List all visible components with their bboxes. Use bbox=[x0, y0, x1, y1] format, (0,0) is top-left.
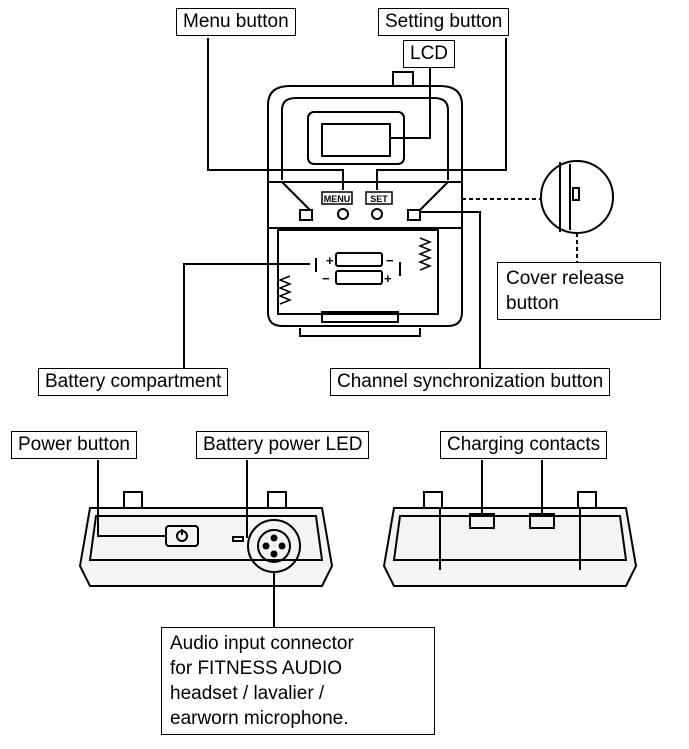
lcd-screen bbox=[321, 123, 391, 157]
audio-line1: Audio input connector bbox=[170, 633, 354, 654]
transmitter-side-view bbox=[78, 491, 334, 587]
power-button-label: Power button bbox=[11, 431, 137, 459]
polarity-minus-top: − bbox=[386, 253, 394, 268]
battery-led bbox=[232, 536, 244, 542]
polarity-minus-bottom: − bbox=[322, 271, 330, 286]
set-key-text: SET bbox=[370, 194, 388, 204]
cover-release-line2: button bbox=[506, 293, 559, 314]
setting-button-label: Setting button bbox=[378, 8, 510, 36]
menu-key-text: MENU bbox=[324, 194, 351, 204]
transmitter-top-view bbox=[267, 71, 463, 337]
battery-compartment-label: Battery compartment bbox=[38, 368, 229, 396]
audio-line4: earworn microphone. bbox=[170, 708, 349, 729]
charging-contacts-label: Charging contacts bbox=[440, 431, 608, 459]
menu-button-label: Menu button bbox=[176, 8, 296, 36]
audio-line2: for FITNESS AUDIO bbox=[170, 658, 343, 679]
audio-input-label: Audio input connector for FITNESS AUDIO … bbox=[161, 627, 435, 735]
polarity-plus-top: + bbox=[326, 253, 334, 268]
polarity-plus-bottom: + bbox=[384, 271, 392, 286]
cover-release-inset bbox=[462, 160, 614, 262]
cover-release-label: Cover release button bbox=[497, 262, 661, 320]
lcd-label: LCD bbox=[403, 40, 456, 68]
leader-lines bbox=[97, 38, 543, 627]
transmitter-rear-view bbox=[382, 491, 638, 587]
cover-release-line1: Cover release bbox=[506, 268, 625, 289]
battery-compartment bbox=[267, 228, 463, 327]
audio-line3: headset / lavalier / bbox=[170, 683, 325, 704]
channel-sync-label: Channel synchronization button bbox=[330, 368, 611, 396]
battery-led-label: Battery power LED bbox=[196, 431, 370, 459]
